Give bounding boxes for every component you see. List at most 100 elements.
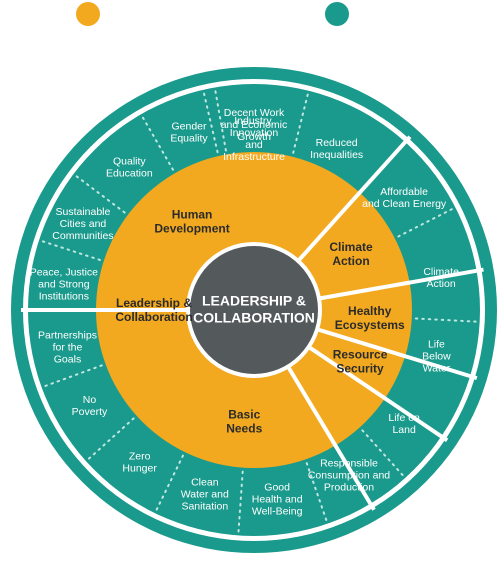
goal-label-line: and xyxy=(245,139,263,151)
theme-divider xyxy=(293,190,362,266)
goal-label-line: Production xyxy=(324,482,374,494)
goal-label-line: Sanitation xyxy=(181,501,228,513)
theme-divider xyxy=(304,343,387,401)
theme-label: Leadership &Collaboration xyxy=(115,296,192,324)
goal-divider xyxy=(414,317,479,323)
goal-label-line: Life on xyxy=(388,412,420,424)
goal-divider xyxy=(74,174,126,214)
center-hub-disc xyxy=(190,246,318,374)
goal-divider xyxy=(214,88,227,152)
theme-label-line: Development xyxy=(154,222,229,236)
center-title-line: COLLABORATION xyxy=(193,310,315,326)
theme-label-line: Healthy xyxy=(348,304,392,318)
goal-label-line: Land xyxy=(392,424,416,436)
goal-label-line: Life xyxy=(428,338,445,350)
goal-divider xyxy=(361,429,405,478)
theme-label-line: Needs xyxy=(226,422,262,436)
goal-label-line: Peace, Justice xyxy=(30,266,98,278)
goal-label-line: Decent Work xyxy=(224,107,285,119)
goal-label-line: Well-Being xyxy=(252,506,303,518)
theme-label-line: Security xyxy=(336,362,384,376)
goal-label-line: Industry, xyxy=(234,115,274,127)
goal-label-line: for the xyxy=(53,341,83,353)
goal-divider xyxy=(154,454,184,513)
goal-label-line: Affordable xyxy=(380,186,428,198)
goal-label-line: Gender xyxy=(172,120,208,132)
goal-label-line: No xyxy=(83,394,97,406)
goal-label-line: Innovation xyxy=(230,127,279,139)
theme-label-line: Collaboration xyxy=(115,310,192,324)
goal-divider xyxy=(305,462,328,523)
theme-label-line: Resource xyxy=(333,348,388,362)
theme-label-line: Ecosystems xyxy=(335,318,405,332)
goal-divider xyxy=(292,91,310,154)
legend xyxy=(76,2,349,26)
goal-label-line: Health and xyxy=(252,494,303,506)
center-hub xyxy=(186,242,322,378)
theme-divider xyxy=(312,326,407,359)
segment-divider xyxy=(382,395,449,442)
theme-label-line: Action xyxy=(332,254,369,268)
goal-label-line: Partnerships xyxy=(38,329,97,341)
goal-label-line: and Strong xyxy=(38,278,90,290)
goal-label-line: Zero xyxy=(129,451,151,463)
theme-label-line: Basic xyxy=(228,408,260,422)
theme-label-line: Climate xyxy=(329,240,373,254)
goal-label-line: Goals xyxy=(54,353,81,365)
goal-label-line: Sustainable xyxy=(55,206,110,218)
segment-divider xyxy=(332,442,376,511)
goal-divider xyxy=(202,90,219,154)
goal-divider xyxy=(39,239,101,261)
goal-label-line: Growth xyxy=(237,131,271,143)
goal-label-line: Communities xyxy=(52,230,113,242)
goal-label-line: Good xyxy=(264,482,290,494)
goal-label-line: Reduced xyxy=(316,137,358,149)
goal-divider xyxy=(141,115,174,171)
center-labels: LEADERSHIP &COLLABORATION xyxy=(193,293,315,326)
goal-label-line: Consumption and xyxy=(308,470,390,482)
outer-goal-ring xyxy=(11,67,497,553)
goal-label-line: Below xyxy=(422,350,451,362)
goal-label-line: Water and xyxy=(181,489,229,501)
goal-label-line: Quality xyxy=(113,156,146,168)
goal-divider xyxy=(237,470,244,535)
goal-divider xyxy=(86,417,135,461)
segment-divider xyxy=(356,135,412,196)
theme-divider xyxy=(284,362,338,448)
segment-divider xyxy=(407,267,484,285)
goal-divider xyxy=(42,364,103,388)
goal-label-line: Equality xyxy=(170,132,208,144)
theme-label-line: Human xyxy=(172,208,213,222)
goal-label-line: Poverty xyxy=(72,406,108,418)
goal-label-line: and Economic xyxy=(221,119,288,131)
goal-label-line: Responsible xyxy=(320,458,378,470)
goal-label-line: Inequalities xyxy=(310,149,363,161)
goal-label-line: Clean xyxy=(191,477,219,489)
goal-label-line: Climate xyxy=(423,266,459,278)
segment-divider xyxy=(402,353,478,381)
goal-label-line: Hunger xyxy=(122,463,157,475)
